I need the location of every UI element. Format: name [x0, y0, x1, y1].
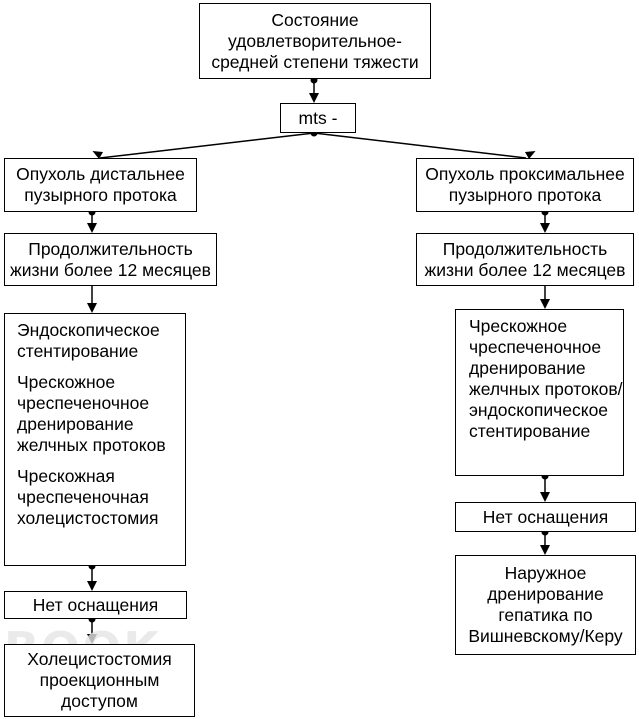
- right-final-line: дренирование: [487, 584, 604, 604]
- left-option-chole-line: Чрескожная: [17, 466, 115, 486]
- right-no-equipment-node: Нет оснащения: [455, 502, 636, 532]
- right-tumor-node: Опухоль проксимальнее пузырного протока: [416, 158, 634, 212]
- left-options-node: Эндоскопическое стентирование Чрескожное…: [4, 313, 186, 566]
- left-option-drain-line: желчных протоков: [17, 435, 166, 455]
- right-life-line: жизни более 12 месяцев: [424, 259, 626, 280]
- arrowhead: [92, 151, 103, 159]
- right-option-line: эндоскопическое: [469, 400, 609, 420]
- right-final-line: Вишневскому/Керу: [468, 626, 623, 646]
- left-no-equipment-label: Нет оснащения: [32, 594, 159, 615]
- right-option-line: дренирование: [469, 358, 586, 378]
- right-life-node: Продолжительность жизни более 12 месяцев: [416, 233, 634, 286]
- left-final-node: Холецистостомия проекционным доступом: [4, 644, 195, 717]
- arrowhead: [87, 223, 97, 233]
- right-final-node: Наружное дренирование гепатика по Вишнев…: [455, 555, 636, 655]
- right-option-line: стентирование: [469, 421, 591, 441]
- arrowhead: [87, 634, 97, 644]
- left-life-node: Продолжительность жизни более 12 месяцев: [4, 233, 217, 286]
- left-tumor-line: Опухоль дистальнее: [16, 164, 185, 184]
- right-tumor-line: Опухоль проксимальнее: [425, 164, 625, 184]
- left-life-line: жизни более 12 месяцев: [10, 259, 211, 280]
- right-final-line: Наружное: [504, 563, 587, 583]
- connector-mts-left: [99, 132, 315, 159]
- left-final-line: проекционным: [39, 670, 160, 690]
- arrowhead: [309, 93, 319, 103]
- mts-label: mts -: [298, 107, 338, 128]
- left-final-line: Холецистостомия: [27, 649, 172, 669]
- status-node: Состояние удовлетворительное- средней ст…: [199, 3, 431, 79]
- arrowhead: [540, 492, 550, 502]
- left-option-chole-line: чреспеченочная: [17, 487, 149, 507]
- status-line: средней степени тяжести: [211, 51, 419, 72]
- left-final-line: доступом: [61, 691, 138, 711]
- left-option-endo-line: Эндоскопическое: [17, 320, 160, 340]
- right-no-equipment-label: Нет оснащения: [482, 506, 609, 527]
- left-option-chole-line: холецистостомия: [17, 508, 159, 528]
- status-line: Состояние: [271, 9, 359, 30]
- arrowhead: [540, 223, 550, 233]
- right-option-line: Чрескожное: [469, 316, 568, 336]
- left-life-line: Продолжительность: [28, 238, 193, 259]
- mts-node: mts -: [280, 103, 356, 133]
- arrowhead: [87, 581, 97, 591]
- right-option-line: чреспеченочное: [469, 337, 602, 357]
- right-option-line: желчных протоков/: [469, 379, 623, 399]
- left-option-drain-line: Чрескожное: [17, 372, 116, 392]
- left-tumor-node: Опухоль дистальнее пузырного протока: [4, 158, 197, 212]
- left-tumor-line: пузырного протока: [24, 185, 177, 205]
- arrowhead: [87, 303, 97, 313]
- connector-mts-right: [313, 132, 527, 159]
- left-option-endo-line: стентирование: [17, 341, 139, 361]
- right-options-node: Чрескожное чреспеченочное дренирование ж…: [455, 309, 624, 476]
- left-option-drain-line: дренирование: [17, 414, 134, 434]
- right-life-line: Продолжительность: [442, 238, 608, 259]
- right-final-line: гепатика по: [498, 605, 593, 625]
- left-option-drain-line: чреспеченочное: [17, 393, 150, 413]
- arrowhead: [540, 299, 550, 309]
- right-tumor-line: пузырного протока: [448, 185, 602, 205]
- arrowhead: [525, 151, 536, 159]
- status-line: удовлетворительное-: [228, 30, 402, 51]
- left-no-equipment-node: Нет оснащения: [4, 591, 187, 619]
- arrowhead: [540, 545, 550, 555]
